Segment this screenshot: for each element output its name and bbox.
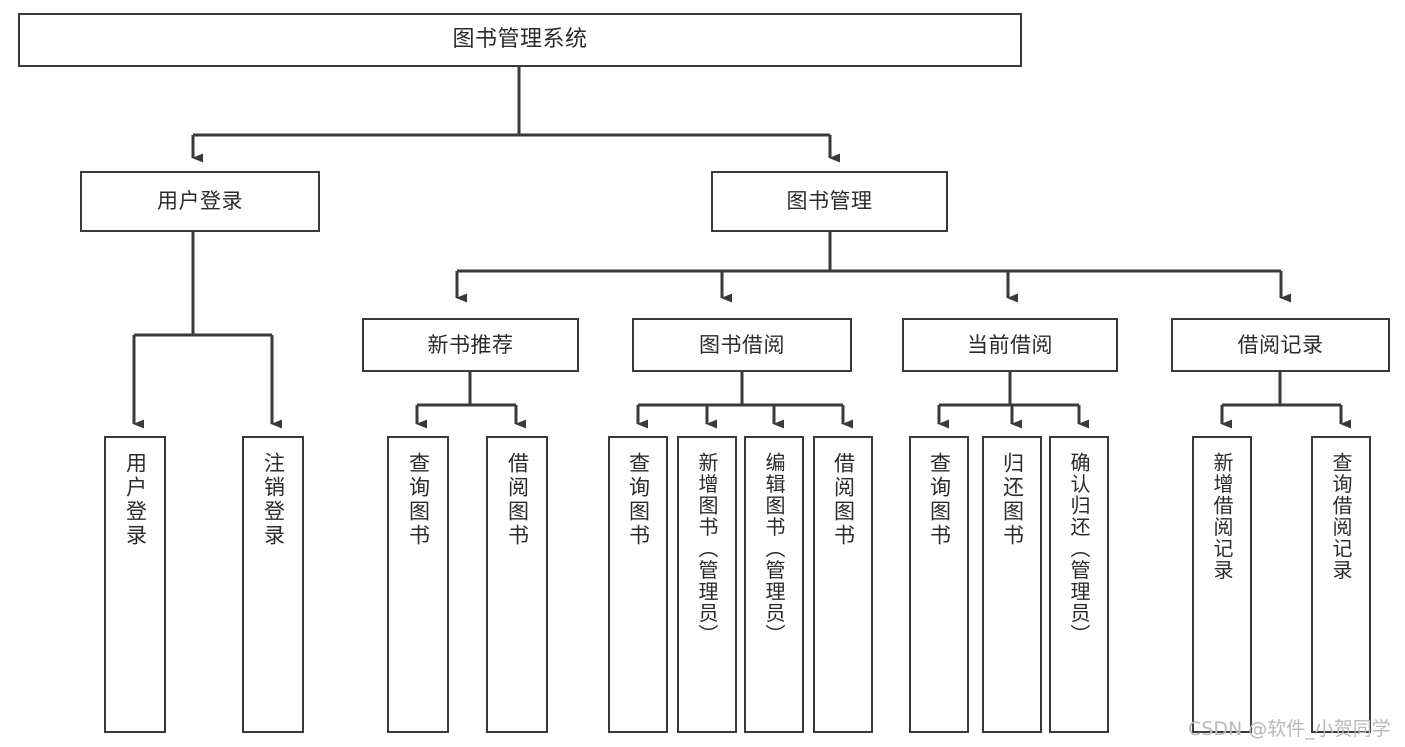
node-label: 图书借阅 xyxy=(699,332,785,357)
node-label: 新增借阅记录 xyxy=(1210,452,1234,581)
node-borrow-record[interactable]: 借阅记录 xyxy=(1171,318,1390,372)
leaf-current-return-book[interactable]: 归还图书 xyxy=(982,436,1042,733)
node-new-book-recommend[interactable]: 新书推荐 xyxy=(362,318,579,372)
node-book-management[interactable]: 图书管理 xyxy=(711,171,948,232)
node-book-borrow[interactable]: 图书借阅 xyxy=(632,318,852,372)
csdn-watermark: CSDN @软件_小贺同学 xyxy=(1188,718,1391,740)
leaf-borrow-borrow-book[interactable]: 借阅图书 xyxy=(813,436,873,733)
leaf-recommend-borrow-book[interactable]: 借阅图书 xyxy=(486,436,548,733)
leaf-current-query-book[interactable]: 查询图书 xyxy=(909,436,969,733)
node-label: 查询图书 xyxy=(626,452,651,548)
node-label: 借阅记录 xyxy=(1237,332,1324,357)
leaf-record-add-borrow-record[interactable]: 新增借阅记录 xyxy=(1192,436,1252,733)
node-label: 查询图书 xyxy=(406,452,431,548)
node-label: 当前借阅 xyxy=(967,332,1053,357)
node-user-login[interactable]: 用户登录 xyxy=(80,171,320,232)
node-label: 借阅图书 xyxy=(831,452,856,548)
node-label: 确认归还（管理员） xyxy=(1067,452,1091,646)
node-label: 注销登录 xyxy=(261,452,286,548)
node-label: 查询图书 xyxy=(927,452,952,548)
leaf-record-query-borrow-record[interactable]: 查询借阅记录 xyxy=(1311,436,1371,733)
leaf-logout[interactable]: 注销登录 xyxy=(242,436,304,733)
node-label: 用户登录 xyxy=(157,189,243,214)
node-label: 图书管理 xyxy=(786,189,873,214)
node-label: 查询借阅记录 xyxy=(1329,452,1353,581)
leaf-current-confirm-return-admin[interactable]: 确认归还（管理员） xyxy=(1049,436,1109,733)
node-root-system[interactable]: 图书管理系统 xyxy=(18,13,1022,67)
leaf-borrow-edit-book-admin[interactable]: 编辑图书（管理员） xyxy=(744,436,804,733)
leaf-borrow-query-book[interactable]: 查询图书 xyxy=(608,436,668,733)
node-label: 新书推荐 xyxy=(427,332,514,357)
node-label: 借阅图书 xyxy=(505,452,530,548)
node-label: 新增图书（管理员） xyxy=(695,452,719,646)
leaf-borrow-add-book-admin[interactable]: 新增图书（管理员） xyxy=(677,436,737,733)
node-label: 图书管理系统 xyxy=(452,27,588,53)
leaf-recommend-query-book[interactable]: 查询图书 xyxy=(387,436,449,733)
node-label: 归还图书 xyxy=(1000,452,1025,548)
node-label: 编辑图书（管理员） xyxy=(762,452,786,646)
node-current-borrow[interactable]: 当前借阅 xyxy=(902,318,1118,372)
leaf-user-login[interactable]: 用户登录 xyxy=(104,436,166,733)
node-label: 用户登录 xyxy=(123,452,148,548)
